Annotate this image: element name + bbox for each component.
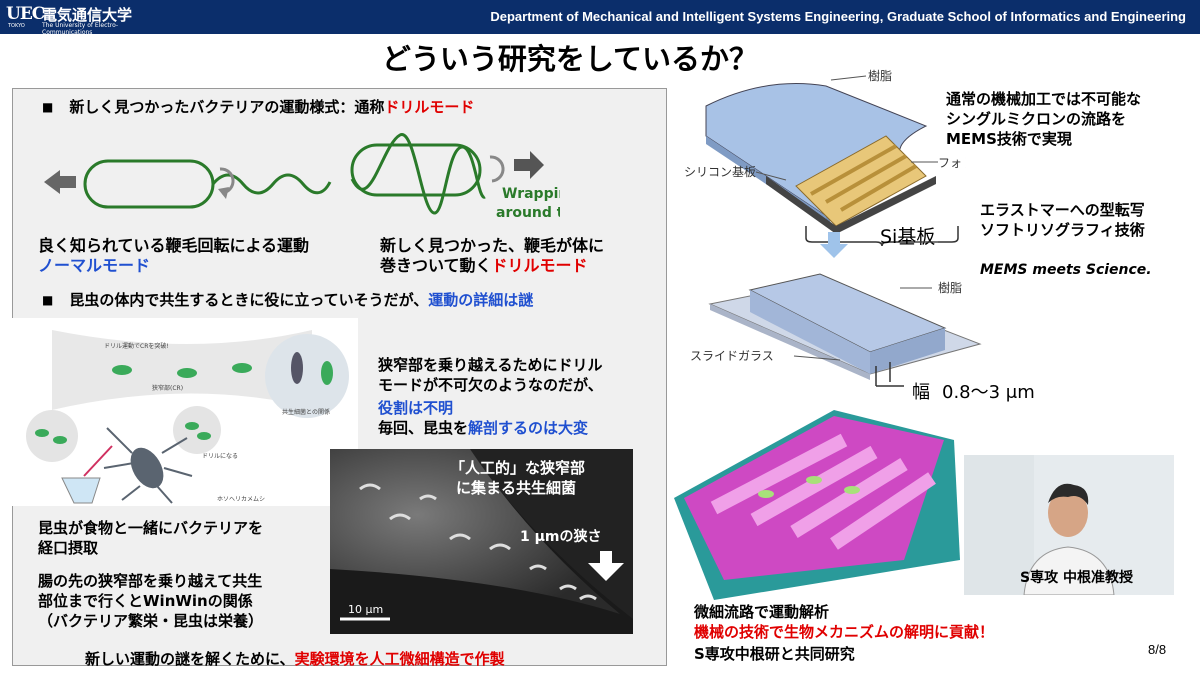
drill-cr-label: ドリル運動でCRを突破! xyxy=(104,342,169,350)
intake-line1: 昆虫が食物と一緒にバクテリアを xyxy=(38,519,264,537)
mems-text1: 通常の機械加工では不可能な xyxy=(946,90,1142,108)
width-indicator xyxy=(875,362,904,387)
si-substrate-label: シリコン基板 xyxy=(684,165,756,179)
chip-channels xyxy=(684,416,944,580)
drill-mode-cell xyxy=(350,143,482,197)
bullet-symbiosis: 昆虫の体内で共生するときに役に立っていそうだが、運動の詳細は謎 xyxy=(42,289,533,310)
water-glass-icon xyxy=(61,477,101,504)
bullet-drill-mode: 新しく見つかったバクテリアの運動様式：通称ドリルモード xyxy=(42,96,474,117)
photoresist-label: フォトレジスト xyxy=(938,156,966,170)
right-bottom3: S専攻中根研と共同研究 xyxy=(694,645,855,663)
header-bar: UEC TOKYO 電気通信大学 The University of Elect… xyxy=(0,0,1200,36)
drill-mode-desc: 新しく見つかった、鞭毛が体に xyxy=(380,236,605,255)
silicon-substrate xyxy=(766,176,936,234)
professor-hair xyxy=(1048,483,1089,505)
page-number: 8/8 xyxy=(1148,642,1167,657)
soft-lithography-diagram: 樹脂 スライドガラス xyxy=(690,232,982,387)
drill-rotation-icon xyxy=(489,155,505,183)
drill-flagellum xyxy=(350,133,487,215)
insect-body-icon xyxy=(130,447,164,489)
width-value: 0.8〜3 μm xyxy=(942,382,1035,403)
logo-japanese: 電気通信大学 xyxy=(42,6,133,24)
microfluidic-chip xyxy=(674,410,960,600)
normal-mode-label: ノーマルモード xyxy=(38,256,151,275)
logo-english: The University of Electro-Communications xyxy=(42,22,119,36)
scale-bar-label: 10 μm xyxy=(348,603,383,616)
width-label: 幅 xyxy=(912,382,930,403)
litho-text1: エラストマーへの型転写 xyxy=(980,201,1145,219)
mems-meets-science: MEMS meets Science. xyxy=(980,262,1152,278)
si-mold-diagram: 樹脂 フォトレジスト シリコン基板 xyxy=(684,68,966,247)
stricture-label: 狭窄部(CR) xyxy=(152,384,183,392)
resin2-label: 樹脂 xyxy=(938,280,962,295)
note-line4: 毎回、昆虫を解剖するのは大変 xyxy=(378,419,589,437)
normal-mode-desc: 良く知られている鞭毛回転による運動 xyxy=(38,236,310,255)
university-logo: UEC TOKYO 電気通信大学 The University of Elect… xyxy=(6,4,166,36)
wrapping-line1: Wrapping xyxy=(502,186,560,202)
normal-direction-arrow-icon xyxy=(44,170,76,194)
drill-direction-arrow-icon xyxy=(514,151,544,179)
gut-line1: 腸の先の狭窄部を乗り越えて共生 xyxy=(38,572,263,590)
micro-label2: に集まる共生細菌 xyxy=(456,479,576,497)
logo-small: TOKYO xyxy=(8,23,25,29)
gut-line2: 部位まで行くとWinWinの関係 xyxy=(38,592,253,610)
gut-line3: （バクテリア繁栄・昆虫は栄養） xyxy=(38,612,264,630)
professor-face xyxy=(1048,489,1088,537)
slide-glass-label: スライドガラス xyxy=(690,349,774,363)
wrapping-label: Wrapping around the cell! xyxy=(496,186,560,221)
department-name: Department of Mechanical and Intelligent… xyxy=(490,9,1186,24)
insect-illustration: ドリル運動でCRを突破! 狭窄部(CR) 共生細菌との関係 ドリルになる ホソヘ… xyxy=(12,318,358,506)
process-down-arrow-icon xyxy=(820,232,848,258)
note-line3: 役割は不明 xyxy=(378,399,454,417)
note-line2: モードが不可欠のようなのだが、 xyxy=(378,376,603,394)
logo-mark: UEC xyxy=(6,4,45,24)
litho-text2: ソフトリソグラフィ技術 xyxy=(980,221,1145,239)
channel-taper xyxy=(330,449,620,614)
symbiosis-label: 共生細菌との関係 xyxy=(282,408,330,416)
bottom-statement: 新しい運動の謎を解くために、実験環境を人工微細構造で作製 xyxy=(85,650,505,668)
mems-text2: シングルミクロンの流路を xyxy=(946,110,1127,128)
micro-label1: 「人工的」な狭窄部 xyxy=(450,459,585,477)
right-bottom1: 微細流路で運動解析 xyxy=(694,603,830,621)
professor-shirt xyxy=(1023,546,1115,596)
mems-text3: MEMS技術で実現 xyxy=(946,130,1072,148)
normal-flagellum xyxy=(211,173,332,195)
symbiosis-bubble xyxy=(265,334,349,418)
professor-photo: S専攻 中根准教授 xyxy=(964,455,1174,596)
note-line1: 狭窄部を乗り越えるためにドリル xyxy=(378,356,603,374)
insect-legs xyxy=(103,427,193,504)
professor-name: S専攻 中根准教授 xyxy=(1020,570,1133,586)
drill-mode-desc2: 巻きついて動くドリルモード xyxy=(380,256,588,275)
micro-width-label: 1 μmの狭さ xyxy=(520,528,602,545)
bacteria-cells xyxy=(359,483,597,601)
insect-name-label: ホソヘリカメムシ xyxy=(217,496,265,503)
bacteria-motion-diagram: Wrapping around the cell! xyxy=(44,133,560,221)
resin-label: 樹脂 xyxy=(868,68,892,83)
normal-mode-cell xyxy=(83,159,215,209)
slide-title: どういう研究をしているか？ xyxy=(381,42,759,76)
intake-line2: 経口摂取 xyxy=(38,539,99,557)
si-brace xyxy=(805,226,959,247)
rotation-arrowhead-icon xyxy=(218,187,229,199)
drill-becomes-label: ドリルになる xyxy=(202,453,238,460)
microscope-image: 「人工的」な狭窄部 に集まる共生細菌 1 μmの狭さ 10 μm xyxy=(330,449,633,634)
right-bottom2: 機械の技術で生物メカニズムの解明に貢献！ xyxy=(694,623,995,641)
wrapping-line2: around the cell! xyxy=(496,205,560,221)
down-arrow-icon xyxy=(588,551,624,581)
